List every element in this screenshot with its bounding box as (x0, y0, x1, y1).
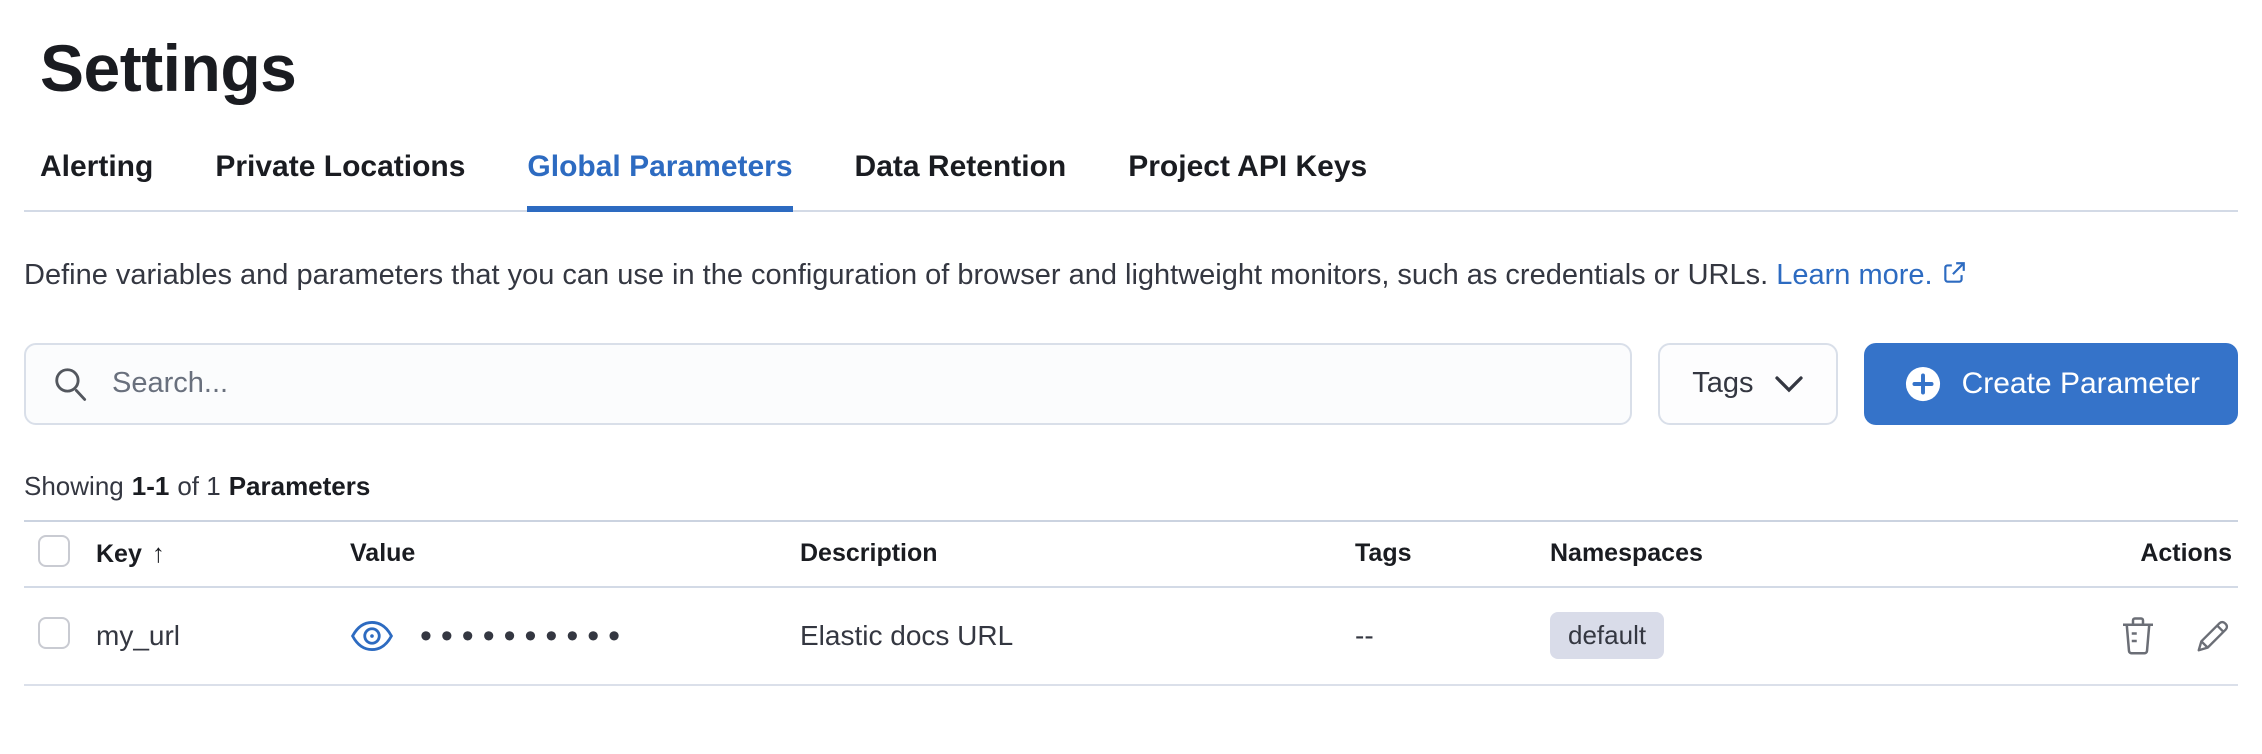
search-box[interactable] (24, 342, 1633, 425)
results-summary: Showing 1-1 of 1 Parameters (24, 471, 2238, 502)
parameters-table: Key ↑ Value Description Tags Namespaces A… (24, 519, 2238, 686)
trash-icon (2123, 617, 2153, 655)
tab-global-parameters[interactable]: Global Parameters (527, 150, 793, 212)
summary-showing: Showing (24, 470, 124, 501)
table-header-row: Key ↑ Value Description Tags Namespaces A… (24, 519, 2238, 588)
description-text: Define variables and parameters that you… (24, 259, 1769, 291)
settings-page: Settings Alerting Private Locations Glob… (24, 31, 2238, 686)
page-title: Settings (40, 31, 297, 105)
chevron-down-icon (1774, 376, 1803, 393)
tab-alerting[interactable]: Alerting (40, 150, 154, 183)
external-link-icon (1943, 262, 1965, 283)
create-parameter-label: Create Parameter (1961, 366, 2200, 400)
namespace-badge: default (1550, 612, 1665, 660)
create-parameter-button[interactable]: Create Parameter (1863, 342, 2238, 425)
summary-entity: Parameters (228, 470, 371, 501)
learn-more-label: Learn more. (1776, 259, 1933, 291)
edit-parameter-button[interactable] (2194, 617, 2232, 655)
page-description: Define variables and parameters that you… (24, 252, 2238, 299)
cell-value: •••••••••• (350, 619, 800, 653)
column-header-namespaces: Namespaces (1550, 539, 1703, 568)
column-header-description: Description (800, 539, 938, 568)
tab-private-locations[interactable]: Private Locations (215, 150, 466, 183)
eye-icon (350, 620, 394, 651)
toolbar: Tags Create Parameter (24, 342, 2238, 425)
tab-project-api-keys[interactable]: Project API Keys (1128, 150, 1368, 183)
masked-value: •••••••••• (420, 616, 630, 655)
summary-of: of 1 (177, 470, 221, 501)
table-row: my_url •••••••••• Elastic docs URL -- de… (24, 588, 2238, 686)
summary-range: 1-1 (131, 470, 170, 501)
settings-tabs: Alerting Private Locations Global Parame… (24, 150, 2238, 212)
plus-in-circle-icon (1905, 366, 1940, 402)
delete-parameter-button[interactable] (2120, 616, 2156, 656)
column-header-key[interactable]: Key ↑ (96, 538, 350, 569)
learn-more-link[interactable]: Learn more. (1776, 259, 1966, 291)
column-header-tags: Tags (1355, 539, 1412, 568)
reveal-value-button[interactable] (350, 619, 394, 653)
tags-filter-label: Tags (1692, 367, 1754, 400)
search-input[interactable] (110, 366, 1605, 402)
search-icon (55, 368, 87, 401)
cell-key: my_url (96, 619, 181, 651)
cell-actions (2000, 616, 2238, 656)
cell-description: Elastic docs URL (800, 619, 1014, 651)
pencil-icon (2197, 620, 2229, 652)
column-header-actions: Actions (2140, 539, 2232, 568)
column-header-value: Value (350, 539, 416, 568)
row-checkbox[interactable] (38, 617, 70, 650)
tags-filter-button[interactable]: Tags (1658, 342, 1838, 425)
tab-data-retention[interactable]: Data Retention (854, 150, 1067, 183)
cell-tags: -- (1355, 619, 1374, 651)
cell-namespaces: default (1550, 612, 2000, 660)
column-header-key-label: Key (96, 540, 142, 569)
select-all-checkbox[interactable] (38, 535, 70, 568)
sort-ascending-icon: ↑ (151, 538, 165, 569)
